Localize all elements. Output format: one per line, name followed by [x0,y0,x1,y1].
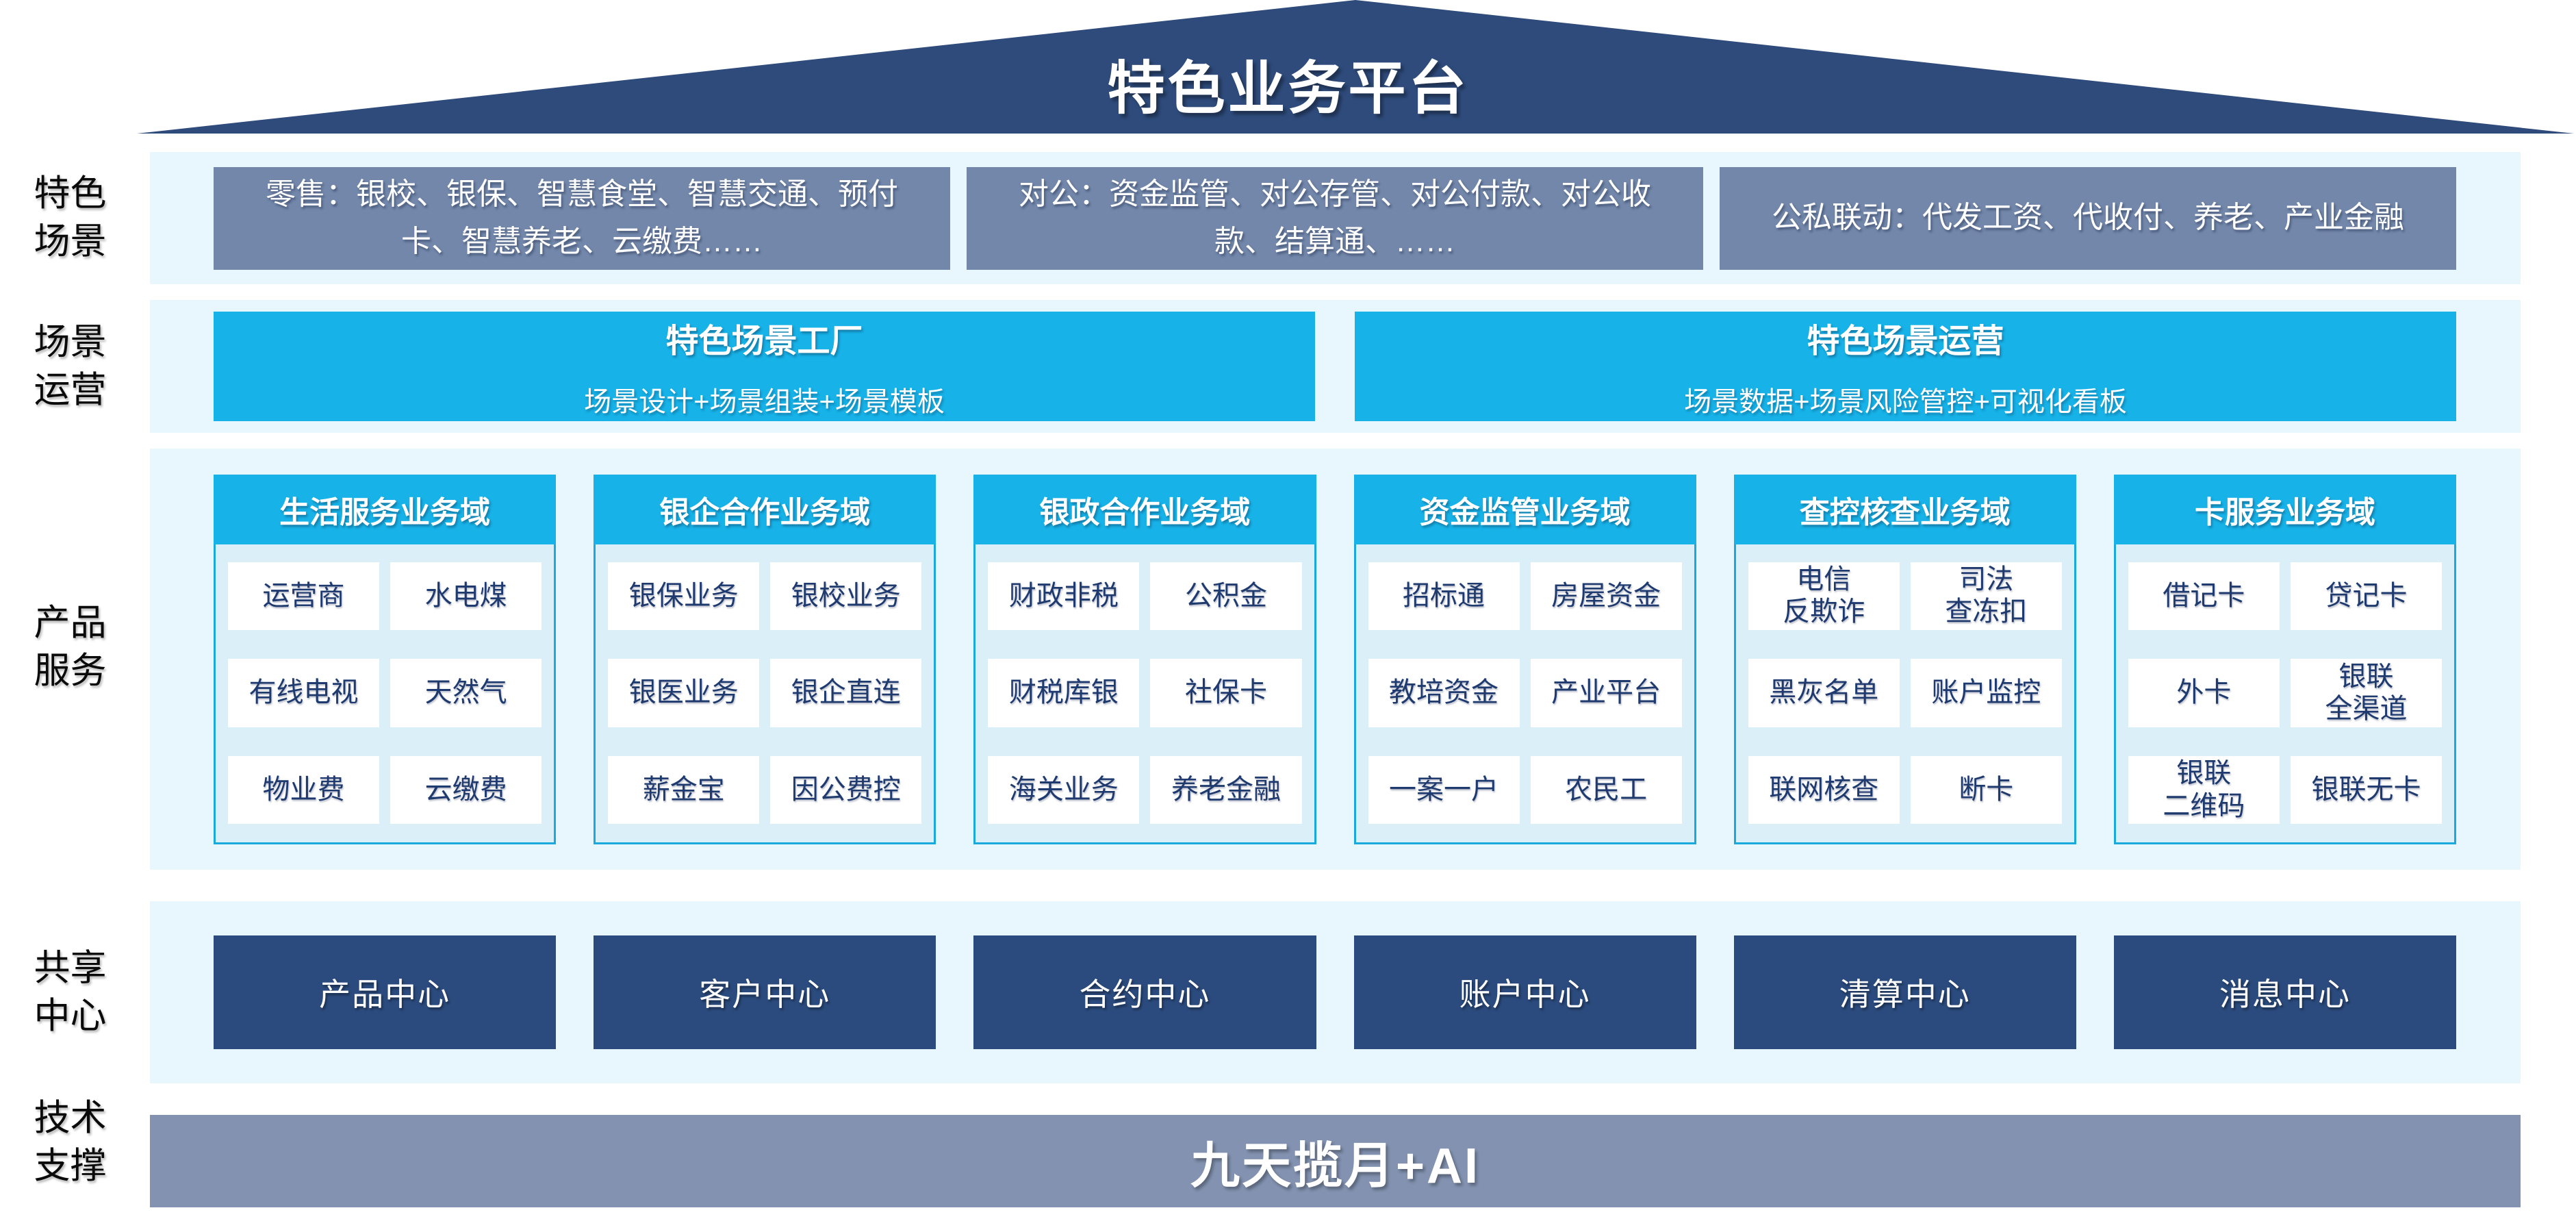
domain-cell: 天然气 [390,659,542,727]
domain-cell: 银企直连 [770,659,922,727]
side-label-line: 产品 [34,603,107,644]
operation-box-title: 特色场景运营 [1807,323,2004,360]
center-box-message: 消息中心 [2113,935,2457,1049]
domain-cell: 银医业务 [608,659,760,727]
domain-cell: 黑灰名单 [1748,659,1900,727]
centers-band: 产品中心 客户中心 合约中心 账户中心 清算中心 消息中心 [150,901,2521,1083]
side-label-line: 场景 [34,221,107,262]
scenario-box-public-private: 公私联动：代发工资、代收付、养老、产业金融 [1720,166,2456,270]
domain-cell: 银联无卡 [2290,755,2443,825]
domain-cell: 贷记卡 [2290,562,2443,631]
domain-title: 银企合作业务域 [594,474,936,544]
domain-column-fund-supervision: 资金监管业务域 招标通 房屋资金 教培资金 产业平台 一案一户 农民工 [1353,474,1696,844]
domain-cell: 因公费控 [770,755,922,825]
domain-column-bank-enterprise: 银企合作业务域 银保业务 银校业务 银医业务 银企直连 薪金宝 因公费控 [594,474,936,844]
domain-cell: 账户监控 [1910,659,2062,727]
tech-support-bar: 九天揽月+AI [150,1115,2521,1207]
domain-cell: 财税库银 [988,659,1140,727]
operation-band: 特色场景工厂 场景设计+场景组装+场景模板 特色场景运营 场景数据+场景风险管控… [150,300,2521,433]
center-box-account: 账户中心 [1353,935,1696,1049]
operation-box-scene-factory: 特色场景工厂 场景设计+场景组装+场景模板 [214,312,1315,421]
side-label-line: 共享 [34,948,107,989]
domain-cell: 银联 全渠道 [2290,659,2443,727]
domain-cell: 财政非税 [988,562,1140,631]
side-label-line: 运营 [34,370,107,410]
domain-title: 卡服务业务域 [2113,474,2457,544]
domain-cell: 产业平台 [1530,659,1682,727]
domain-cell: 银联 二维码 [2128,755,2280,825]
side-label-line: 服务 [34,651,107,691]
domain-cell: 教培资金 [1368,659,1520,727]
domain-cell: 海关业务 [988,755,1140,825]
operation-box-subtitle: 场景设计+场景组装+场景模板 [584,387,945,417]
domain-cell: 银保业务 [608,562,760,631]
side-label-tech-support: 技术 支撑 [0,1094,140,1190]
center-box-product: 产品中心 [214,935,557,1049]
side-label-line: 技术 [34,1098,107,1139]
side-label-special-scenarios: 特色 场景 [0,170,140,266]
domain-title: 生活服务业务域 [214,474,557,544]
page-title: 特色业务平台 [1107,56,1469,121]
side-label-scenario-operation: 场景 运营 [0,318,140,414]
scenario-box-corporate: 对公：资金监管、对公存管、对公付款、对公收 款、结算通、…… [967,166,1703,270]
domain-cell: 运营商 [228,562,380,631]
domain-cell: 房屋资金 [1530,562,1682,631]
products-band: 生活服务业务域 运营商 水电煤 有线电视 天然气 物业费 云缴费 银企合作业务域… [150,449,2521,870]
domain-cell: 司法 查冻扣 [1910,562,2062,631]
side-label-line: 中心 [34,996,107,1036]
operation-box-title: 特色场景工厂 [665,323,863,360]
domain-cell: 物业费 [228,755,380,825]
tech-support-label: 九天揽月+AI [1190,1139,1481,1194]
domain-cell: 断卡 [1910,755,2062,825]
domain-cell: 薪金宝 [608,755,760,825]
domain-cell: 借记卡 [2128,562,2280,631]
domain-title: 银政合作业务域 [973,474,1316,544]
domain-cell: 外卡 [2128,659,2280,727]
domain-cell: 公积金 [1150,562,1302,631]
scenario-box-text: 零售：银校、银保、智慧食堂、智慧交通、预付 卡、智慧养老、云缴费…… [266,177,898,258]
center-box-contract: 合约中心 [973,935,1316,1049]
domain-title: 查控核查业务域 [1733,474,2076,544]
domain-body: 借记卡 贷记卡 外卡 银联 全渠道 银联 二维码 银联无卡 [2113,544,2457,844]
domain-cell: 云缴费 [390,755,542,825]
domain-column-bank-government: 银政合作业务域 财政非税 公积金 财税库银 社保卡 海关业务 养老金融 [973,474,1316,844]
domain-body: 银保业务 银校业务 银医业务 银企直连 薪金宝 因公费控 [594,544,936,844]
side-label-line: 特色 [34,173,107,214]
domain-body: 招标通 房屋资金 教培资金 产业平台 一案一户 农民工 [1353,544,1696,844]
domain-cell: 养老金融 [1150,755,1302,825]
domain-cell: 社保卡 [1150,659,1302,727]
domain-cell: 招标通 [1368,562,1520,631]
scenario-box-text: 公私联动：代发工资、代收付、养老、产业金融 [1772,201,2404,235]
domain-column-card-service: 卡服务业务域 借记卡 贷记卡 外卡 银联 全渠道 银联 二维码 银联无卡 [2113,474,2457,844]
operation-box-scene-operation: 特色场景运营 场景数据+场景风险管控+可视化看板 [1355,312,2456,421]
domain-title: 资金监管业务域 [1353,474,1696,544]
domain-body: 财政非税 公积金 财税库银 社保卡 海关业务 养老金融 [973,544,1316,844]
side-label-shared-center: 共享 中心 [0,944,140,1040]
domain-cell: 有线电视 [228,659,380,727]
scenario-band: 零售：银校、银保、智慧食堂、智慧交通、预付 卡、智慧养老、云缴费…… 对公：资金… [150,152,2521,284]
domain-cell: 电信 反欺诈 [1748,562,1900,631]
center-box-clearing: 清算中心 [1733,935,2076,1049]
domain-cell: 银校业务 [770,562,922,631]
side-label-line: 支撑 [34,1146,107,1186]
operation-box-subtitle: 场景数据+场景风险管控+可视化看板 [1684,387,2127,417]
domain-body: 运营商 水电煤 有线电视 天然气 物业费 云缴费 [214,544,557,844]
domain-column-check-verify: 查控核查业务域 电信 反欺诈 司法 查冻扣 黑灰名单 账户监控 联网核查 断卡 [1733,474,2076,844]
scenario-box-text: 对公：资金监管、对公存管、对公付款、对公收 款、结算通、…… [1019,177,1651,258]
center-box-customer: 客户中心 [594,935,936,1049]
side-label-product-service: 产品 服务 [0,599,140,695]
domain-cell: 一案一户 [1368,755,1520,825]
domain-column-life-service: 生活服务业务域 运营商 水电煤 有线电视 天然气 物业费 云缴费 [214,474,557,844]
side-label-line: 场景 [34,322,107,363]
scenario-box-retail: 零售：银校、银保、智慧食堂、智慧交通、预付 卡、智慧养老、云缴费…… [214,166,950,270]
domain-cell: 农民工 [1530,755,1682,825]
domain-cell: 水电煤 [390,562,542,631]
domain-body: 电信 反欺诈 司法 查冻扣 黑灰名单 账户监控 联网核查 断卡 [1733,544,2076,844]
domain-cell: 联网核查 [1748,755,1900,825]
